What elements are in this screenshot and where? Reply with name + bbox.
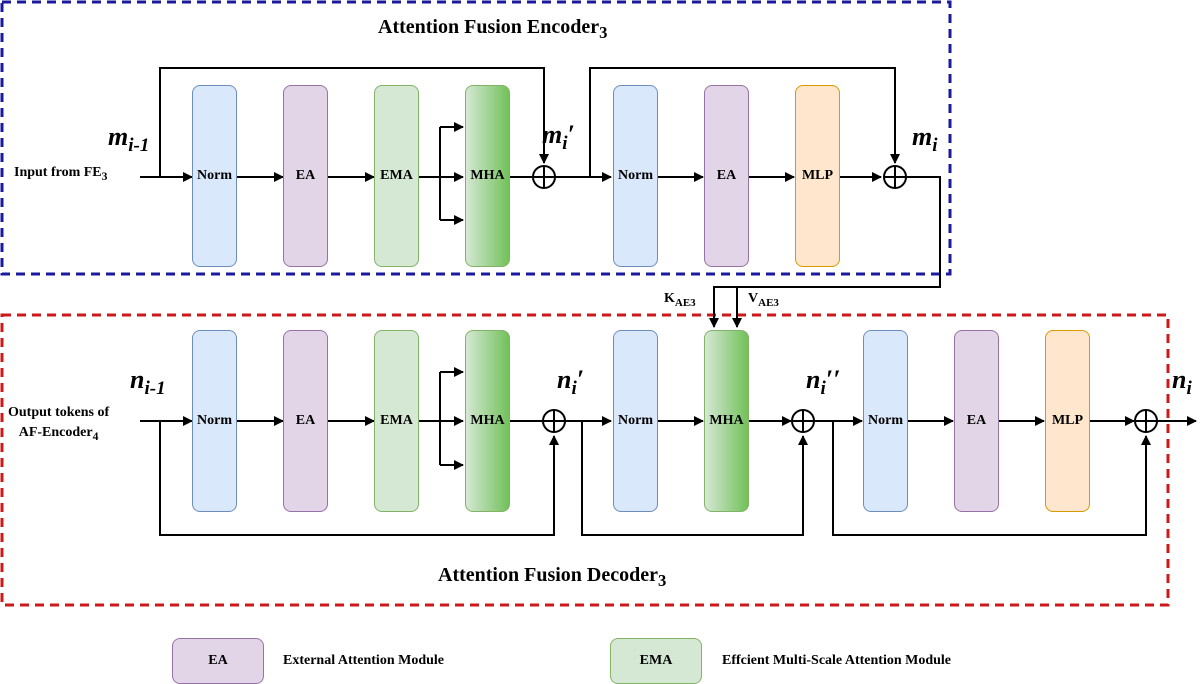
decoder-var-in: ni-1 xyxy=(130,365,166,400)
decoder-frame xyxy=(0,313,1170,607)
decoder-ea-block-2: EA xyxy=(954,330,999,512)
decoder-var-out-text: n xyxy=(1172,365,1187,394)
decoder-var-out: ni xyxy=(1172,365,1192,400)
decoder-input-label: Output tokens of AF-Encoder4 xyxy=(8,403,109,447)
legend-ea-description: External Attention Module xyxy=(283,653,444,668)
decoder-ea-block-1: EA xyxy=(283,330,328,512)
decoder-input-sub: 4 xyxy=(92,429,99,443)
decoder-title-text: Attention Fusion Decoder xyxy=(438,564,658,586)
decoder-ema-block: EMA xyxy=(374,330,419,512)
decoder-mha-block-2: MHA xyxy=(704,330,749,512)
decoder-var-mid2-sub: i xyxy=(820,378,826,400)
encoder-ea-block-1: EA xyxy=(283,85,328,267)
block-label: EMA xyxy=(380,168,413,183)
legend-ea-swatch: EA xyxy=(172,638,264,684)
encoder-ea-block-2: EA xyxy=(704,85,749,267)
decoder-var-mid2: ni′′ xyxy=(806,365,840,400)
block-label: EA xyxy=(295,413,316,428)
decoder-norm-block-2: Norm xyxy=(613,330,658,512)
block-label: MHA xyxy=(709,413,744,428)
encoder-frame xyxy=(0,0,952,276)
encoder-norm-block-1: Norm xyxy=(192,85,237,267)
decoder-input-line2-wrap: AF-Encoder4 xyxy=(8,423,109,447)
legend-ema-tag: EMA xyxy=(639,653,673,668)
encoder-norm-block-2: Norm xyxy=(613,85,658,267)
decoder-var-mid1-prime: ′ xyxy=(576,365,585,394)
decoder-input-line1: Output tokens of xyxy=(8,405,110,420)
encoder-var-mid-text: m xyxy=(542,120,563,149)
legend-ea-tag: EA xyxy=(208,653,228,668)
block-label: Norm xyxy=(197,168,232,183)
decoder-mlp-block: MLP xyxy=(1045,330,1090,512)
encoder-var-in: mi-1 xyxy=(108,122,149,157)
block-label: EMA xyxy=(380,413,413,428)
v-text: V xyxy=(748,291,759,306)
encoder-var-mid: mi′ xyxy=(542,120,575,155)
v-label: VAE3 xyxy=(748,291,779,309)
decoder-var-in-text: n xyxy=(130,365,145,394)
block-label: EA xyxy=(966,413,987,428)
block-label: MLP xyxy=(801,168,834,183)
decoder-var-mid1: ni′ xyxy=(557,365,584,400)
block-label: MLP xyxy=(1051,413,1084,428)
decoder-var-mid2-prime: ′′ xyxy=(825,365,841,394)
decoder-norm-block-3: Norm xyxy=(863,330,908,512)
decoder-input-line2: AF-Encoder xyxy=(18,425,93,440)
encoder-title-text: Attention Fusion Encoder xyxy=(378,16,600,38)
decoder-title: Attention Fusion Decoder3 xyxy=(438,564,666,591)
block-label: MHA xyxy=(470,168,505,183)
k-label: KAE3 xyxy=(664,291,696,309)
encoder-var-out: mi xyxy=(912,122,938,157)
block-label: MHA xyxy=(470,413,505,428)
block-label: Norm xyxy=(618,413,653,428)
encoder-var-mid-prime: ′ xyxy=(567,120,575,149)
decoder-mha-block-1: MHA xyxy=(465,330,510,512)
encoder-title: Attention Fusion Encoder3 xyxy=(378,16,607,43)
block-label: Norm xyxy=(868,413,903,428)
legend-ema-swatch: EMA xyxy=(610,638,702,684)
encoder-input-sub: 3 xyxy=(101,169,108,183)
decoder-var-mid1-sub: i xyxy=(571,378,577,400)
encoder-var-out-text: m xyxy=(912,122,933,151)
encoder-mlp-block: MLP xyxy=(795,85,840,267)
encoder-title-sub: 3 xyxy=(599,23,608,42)
encoder-var-in-sub: i-1 xyxy=(128,135,150,157)
block-label: Norm xyxy=(197,413,232,428)
decoder-var-mid1-text: n xyxy=(557,365,572,394)
k-sub: AE3 xyxy=(674,296,696,309)
legend-ema-description: Effcient Multi-Scale Attention Module xyxy=(722,653,952,668)
encoder-input-text: Input from FE xyxy=(14,165,102,180)
k-text: K xyxy=(664,291,675,306)
decoder-var-out-sub: i xyxy=(1186,378,1192,400)
decoder-var-in-sub: i-1 xyxy=(144,378,166,400)
encoder-input-label: Input from FE3 xyxy=(14,165,107,183)
block-label: Norm xyxy=(618,168,653,183)
encoder-var-out-sub: i xyxy=(932,135,938,157)
encoder-var-in-text: m xyxy=(108,122,129,151)
encoder-var-mid-sub: i xyxy=(562,133,568,155)
v-sub: AE3 xyxy=(758,296,779,309)
decoder-var-mid2-text: n xyxy=(806,365,821,394)
decoder-title-sub: 3 xyxy=(657,571,667,590)
encoder-mha-block: MHA xyxy=(465,85,510,267)
decoder-norm-block-1: Norm xyxy=(192,330,237,512)
encoder-ema-block: EMA xyxy=(374,85,419,267)
block-label: EA xyxy=(716,168,737,183)
block-label: EA xyxy=(295,168,316,183)
